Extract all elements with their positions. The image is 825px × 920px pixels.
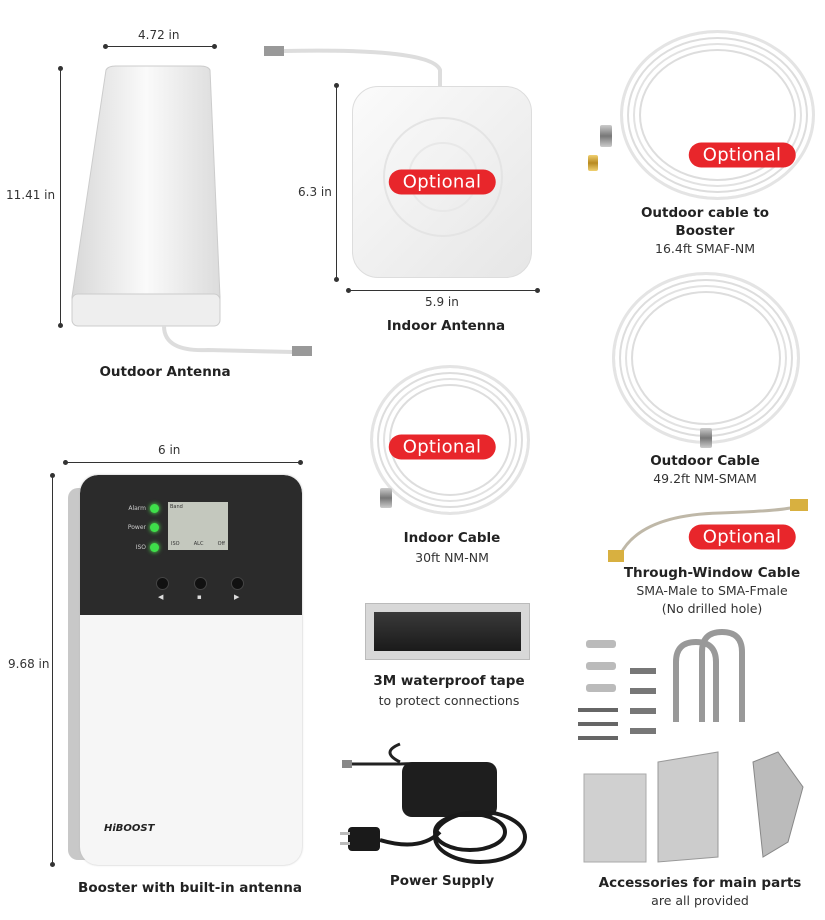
indoor-antenna-width-line [346, 288, 540, 293]
through-window-cable-spec: SMA-Male to SMA-Fmale [636, 583, 788, 598]
indoor-cable-title: Indoor Cable [403, 530, 501, 546]
booster-width-line [63, 460, 303, 465]
outdoor-cable-to-booster-title: Outdoor cable to [640, 205, 770, 221]
led-label-power: Power [127, 524, 146, 531]
indoor-antenna-cable [264, 46, 442, 88]
outdoor-cable-image [612, 272, 800, 444]
tape-image [365, 603, 530, 660]
power-supply-label: Power Supply [389, 873, 495, 889]
booster-width: 6 in [158, 443, 181, 457]
outdoor-cable-to-booster-title2: Booster [675, 223, 735, 239]
lcd-iso: ISO [171, 541, 180, 547]
indoor-antenna-width: 5.9 in [425, 295, 459, 309]
lcd-screen: Band ISO ALC Off [168, 502, 228, 550]
set-button[interactable] [194, 577, 207, 590]
through-window-cable-image [608, 499, 808, 562]
outdoor-cable-title: Outdoor Cable [650, 453, 760, 469]
left-button[interactable] [156, 577, 169, 590]
lcd-header: Band [170, 504, 183, 510]
indoor-cable-image [370, 365, 530, 515]
alarm-led [150, 504, 159, 513]
hiboost-logo: HiBOOST [104, 823, 155, 834]
power-supply-image [340, 742, 527, 864]
outdoor-cable-spec: 49.2ft NM-SMAM [653, 471, 757, 486]
indoor-antenna-label: Indoor Antenna [386, 318, 506, 334]
set-icon: ▪ [197, 593, 202, 601]
outdoor-cable-to-booster-image [620, 30, 815, 200]
indoor-antenna-optional-badge: Optional [388, 169, 496, 195]
through-window-cable-title: Through-Window Cable [623, 565, 801, 581]
outdoor-antenna-image [71, 65, 312, 356]
booster-label: Booster with built-in antenna [78, 880, 302, 896]
n-connector [380, 488, 392, 508]
outdoor-cable-to-booster-optional-badge: Optional [688, 142, 796, 168]
accessories-sub: are all provided [651, 893, 749, 908]
accessories-image [578, 628, 804, 863]
outdoor-antenna-width-line [103, 44, 217, 49]
lcd-off: Off [217, 541, 225, 547]
sma-connector [588, 155, 598, 171]
right-arrow-icon: ▶ [234, 593, 240, 601]
booster-control-panel: Alarm Power ISO Band ISO ALC Off ◀ ▪ ▶ [80, 475, 302, 615]
indoor-antenna-height-line [334, 83, 339, 282]
indoor-antenna-image [352, 86, 532, 278]
outdoor-antenna-height: 11.41 in [6, 188, 56, 202]
indoor-antenna-height: 6.3 in [298, 185, 332, 199]
left-arrow-icon: ◀ [158, 593, 164, 601]
tape-title: 3M waterproof tape [373, 673, 525, 689]
lcd-alc: ALC [193, 541, 204, 547]
booster-height: 9.68 in [8, 657, 50, 671]
tape-sub: to protect connections [378, 693, 520, 708]
indoor-cable-optional-badge: Optional [388, 434, 496, 460]
through-window-cable-optional-badge: Optional [688, 524, 796, 550]
outdoor-antenna-label: Outdoor Antenna [99, 364, 231, 380]
n-connector [700, 428, 712, 448]
indoor-cable-spec: 30ft NM-NM [415, 550, 489, 565]
accessories-title: Accessories for main parts [598, 875, 802, 891]
outdoor-cable-to-booster-spec: 16.4ft SMAF-NM [655, 241, 755, 256]
led-label-alarm: Alarm [128, 505, 146, 512]
iso-led [150, 543, 159, 552]
booster-body: Alarm Power ISO Band ISO ALC Off ◀ ▪ ▶ H… [80, 475, 302, 865]
n-connector [600, 125, 612, 147]
outdoor-antenna-width: 4.72 in [138, 28, 180, 42]
power-led [150, 523, 159, 532]
through-window-cable-note: (No drilled hole) [661, 601, 763, 616]
right-button[interactable] [231, 577, 244, 590]
outdoor-antenna-height-line [58, 66, 63, 328]
booster-height-line [50, 473, 55, 867]
led-label-iso: ISO [135, 544, 146, 551]
